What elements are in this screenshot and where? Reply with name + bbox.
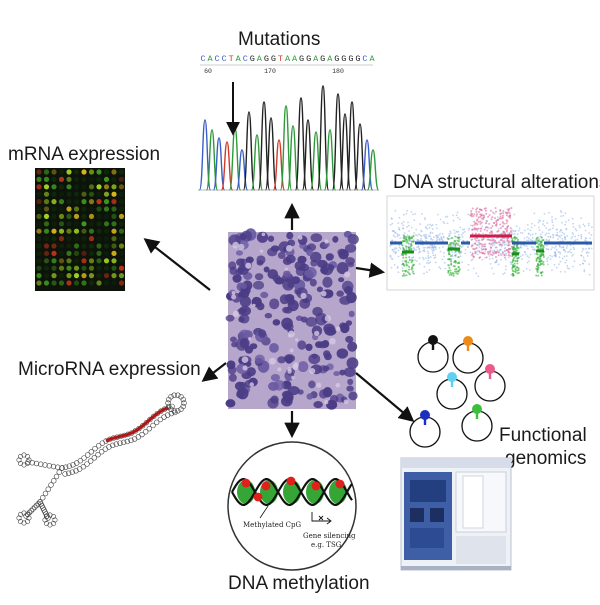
- arrow-to-mrna: [143, 238, 211, 291]
- sequence-base: A: [313, 54, 319, 64]
- sequence-base: C: [200, 54, 205, 64]
- functional-genomics-panel: Functional genomics: [400, 335, 587, 571]
- sequence-base: C: [362, 54, 367, 64]
- sequencer-instrument: [400, 457, 512, 571]
- chromatogram-peak: [301, 119, 315, 191]
- methyl-group: [286, 476, 296, 486]
- sequence-base: A: [369, 54, 375, 64]
- chromatogram-peak: [286, 125, 300, 191]
- arrow-to-microrna: [201, 362, 227, 382]
- microarray-image: [35, 168, 125, 291]
- sequence-base: A: [236, 54, 242, 64]
- histology-image: [225, 228, 359, 410]
- microrna-panel: MicroRNA expression: [16, 359, 201, 528]
- sequence-base: G: [320, 54, 325, 64]
- sequence-base: A: [207, 54, 213, 64]
- methyl-group: [241, 478, 251, 488]
- sequence-base: C: [243, 54, 248, 64]
- sequence-base: C: [222, 54, 227, 64]
- arrow-to-functional-genomics: [355, 372, 415, 422]
- dna-structural-label: DNA structural alterations: [393, 172, 600, 193]
- mrna-label: mRNA expression: [8, 144, 160, 165]
- sequence-base: G: [348, 54, 353, 64]
- sequence-base: G: [299, 54, 304, 64]
- microrna-label: MicroRNA expression: [18, 359, 201, 380]
- methyl-group: [261, 481, 271, 491]
- methylated-cpg-label: Methylated CpG: [243, 521, 301, 529]
- chromatogram-peak: [345, 101, 359, 191]
- sequence-tick: 180: [332, 68, 344, 75]
- plasmid-circles: [409, 335, 506, 448]
- gene-silencing-symbol: [311, 512, 332, 525]
- chromatogram: [198, 85, 380, 191]
- functional-label-line2: genomics: [505, 448, 586, 469]
- functional-label-line1: Functional: [499, 425, 587, 446]
- chromatogram-peak: [366, 149, 380, 191]
- chromatogram-peak: [316, 85, 330, 191]
- methylation-label: DNA methylation: [228, 573, 370, 594]
- sequence-base: C: [215, 54, 220, 64]
- chromatogram-peak: [220, 141, 234, 191]
- sequence-tick: 60: [204, 68, 212, 75]
- dna-double-helix: [231, 476, 353, 507]
- sequence-base: G: [250, 54, 255, 64]
- sequence-base: G: [264, 54, 269, 64]
- chromatogram-peak: [242, 111, 256, 191]
- microrna-hairpin: [16, 392, 187, 528]
- sequence-base: A: [327, 54, 333, 64]
- sequence-base: G: [271, 54, 276, 64]
- sequence-base: T: [229, 54, 234, 64]
- methylation-panel: Methylated CpG Gene silencing e.g. TSG D…: [227, 441, 370, 594]
- histology-nuclei: [225, 228, 359, 410]
- microarray-spots: [36, 169, 125, 286]
- chromatogram-peak: [323, 129, 337, 191]
- tsg-label: e.g. TSG: [311, 541, 342, 549]
- methyl-group: [335, 479, 345, 489]
- dna-structural-panel: DNA structural alterations: [386, 172, 600, 291]
- sequence-base: A: [257, 54, 263, 64]
- sequence-base: G: [341, 54, 346, 64]
- sequence-base: G: [355, 54, 360, 64]
- methyl-group: [311, 481, 321, 491]
- methylation-circle: [227, 441, 357, 571]
- sequence-base: A: [292, 54, 298, 64]
- sequence-base: G: [306, 54, 311, 64]
- sequence-tick: 170: [264, 68, 276, 75]
- methyl-group: [253, 492, 263, 502]
- sequence-ticks: 60 170 180: [204, 68, 344, 75]
- arrow-to-dna-structural: [355, 262, 386, 278]
- sequence-base: A: [285, 54, 291, 64]
- arrows: [143, 202, 415, 439]
- chromatogram-peak: [264, 117, 278, 191]
- sequence-base: G: [334, 54, 339, 64]
- copy-number-points: [389, 207, 593, 278]
- gene-silencing-label: Gene silencing: [303, 532, 356, 540]
- chromatogram-peak: [212, 137, 226, 191]
- sequence-base: T: [278, 54, 283, 64]
- mutations-label: Mutations: [238, 29, 320, 50]
- mrna-panel: mRNA expression: [8, 144, 160, 291]
